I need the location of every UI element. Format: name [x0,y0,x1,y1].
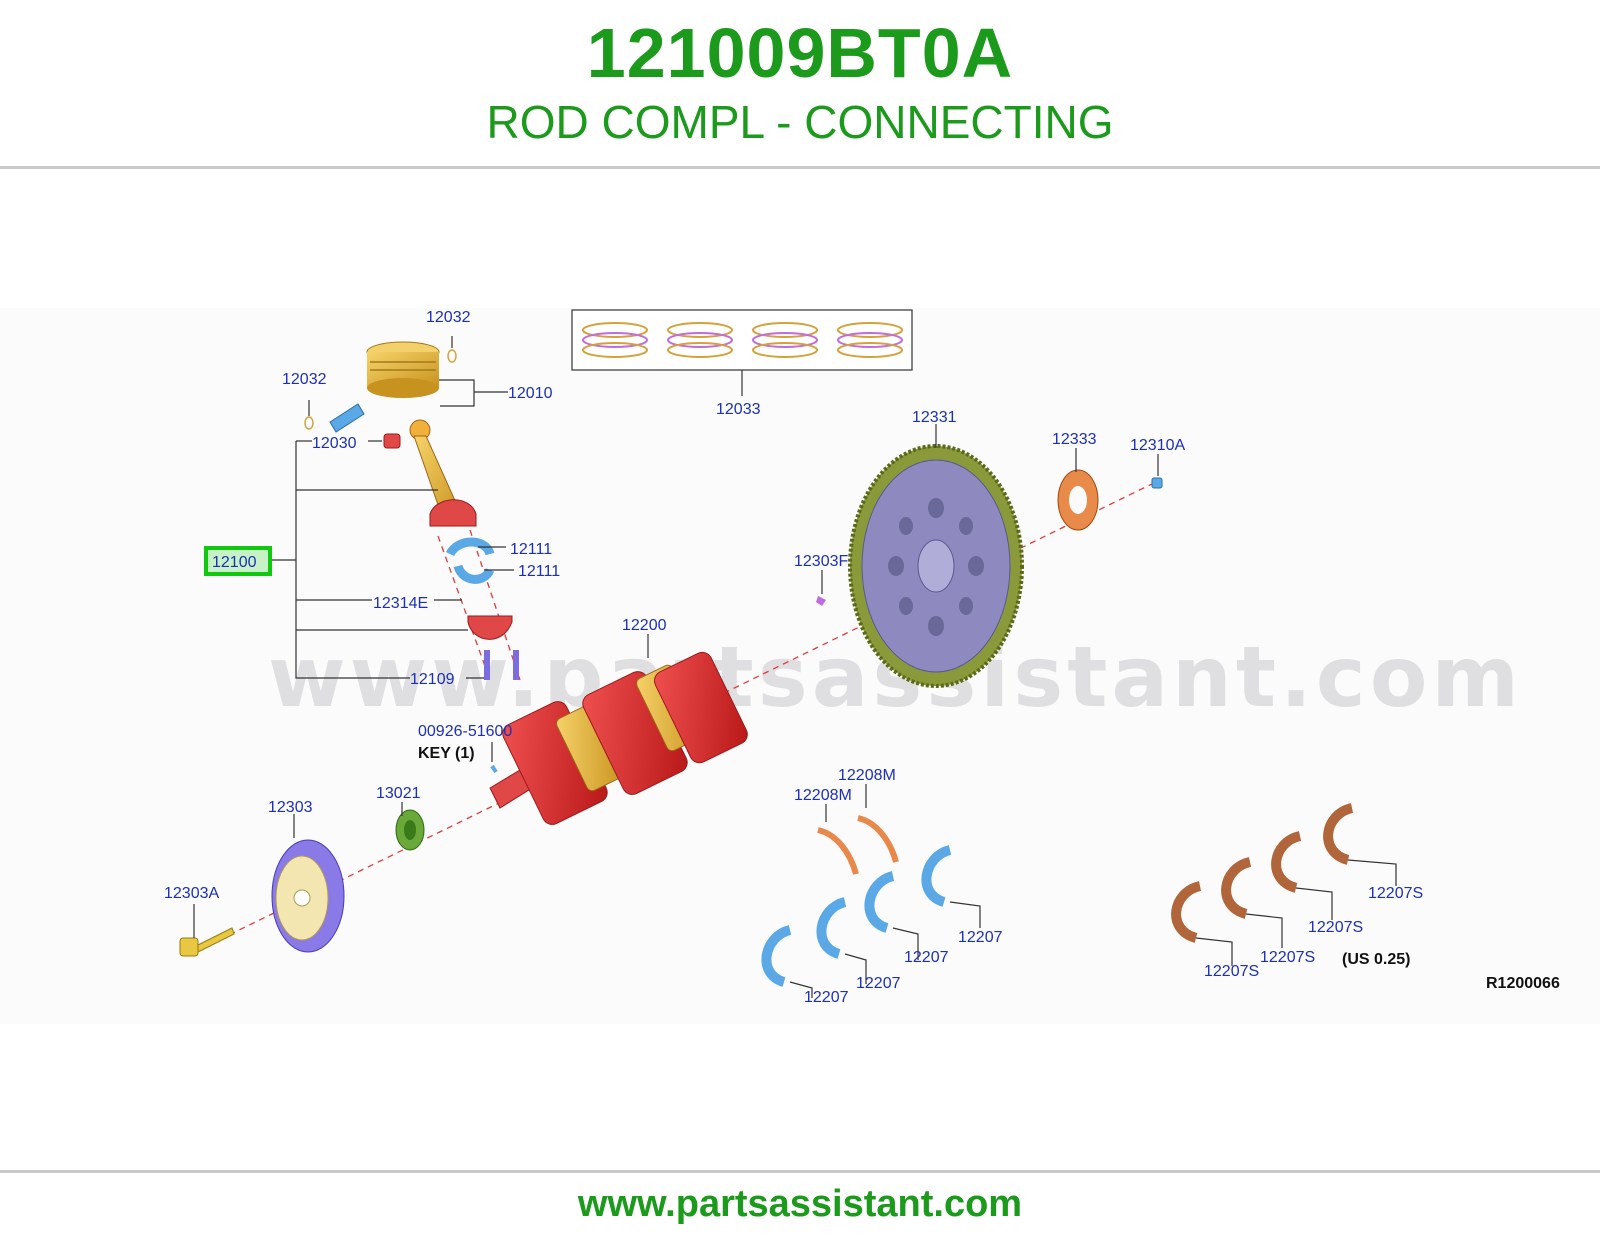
connecting-rod-cap[interactable] [467,615,513,640]
part-number-title: 121009BT0A [586,14,1014,92]
callout-12314E[interactable]: 12314E [373,595,428,612]
callout-12032-lower[interactable]: 12032 [282,371,327,388]
thrust-washer-right[interactable] [857,815,899,863]
crank-pulley[interactable] [271,839,345,953]
header: 121009BT0A ROD COMPL - CONNECTING [0,0,1600,168]
woodruff-key[interactable] [490,764,498,774]
rod-bolt-line-right [469,529,521,681]
rod-bolt-left[interactable] [484,650,490,680]
diagram-reference-code: R1200066 [1486,975,1560,992]
rod-bearing-lower[interactable] [453,564,495,584]
callout-12333[interactable]: 12333 [1052,431,1097,448]
callout-12033[interactable]: 12033 [716,401,761,418]
undersize-note: (US 0.25) [1342,951,1410,968]
dowel-pin[interactable] [816,596,826,606]
callout-12310A[interactable]: 12310A [1130,437,1185,454]
callout-12111-upper[interactable]: 12111 [510,541,552,558]
callout-12303[interactable]: 12303 [268,799,313,816]
thrust-washer-left[interactable] [817,827,859,875]
piston-pin[interactable] [329,403,365,433]
connecting-rod[interactable] [409,419,477,527]
callout-12207-a[interactable]: 12207 [958,929,1003,946]
callout-12109[interactable]: 12109 [410,671,455,688]
callout-12030[interactable]: 12030 [312,435,357,452]
callout-12207-c[interactable]: 12207 [856,975,901,992]
callout-12207S-b[interactable]: 12207S [1308,919,1363,936]
snap-ring-lower[interactable] [304,416,314,430]
header-divider [0,166,1600,169]
parts-diagram: www.partsassistant.com [0,308,1600,1024]
rod-bolt-line-left [437,535,491,681]
callout-00926-51600[interactable]: 00926-51600 [418,723,512,740]
flywheel-bolt[interactable] [1151,477,1163,489]
callout-12100-selected[interactable]: 12100 [212,554,257,571]
key-quantity-label: KEY (1) [418,745,475,762]
callout-12010[interactable]: 12010 [508,385,553,402]
crank-sprocket[interactable] [395,809,425,851]
reinforcement-plate[interactable] [1057,469,1099,531]
snap-ring-upper[interactable] [447,349,457,363]
pin-bushing[interactable] [383,433,401,449]
callout-12207S-d[interactable]: 12207S [1204,963,1259,980]
part-name-subtitle: ROD COMPL - CONNECTING [486,96,1114,148]
selected-part-highlight[interactable] [204,546,272,576]
leader-lines [193,336,1397,998]
main-bearing-undersize-set[interactable] [1171,803,1354,943]
callout-12200[interactable]: 12200 [622,617,667,634]
main-bearing-set[interactable] [761,845,952,987]
crankshaft[interactable] [489,649,751,828]
callout-12032-upper[interactable]: 12032 [426,309,471,326]
callout-12111-lower[interactable]: 12111 [518,563,560,580]
rod-bolt-right[interactable] [513,650,519,680]
callout-12207-b[interactable]: 12207 [904,949,949,966]
callout-12207S-a[interactable]: 12207S [1368,885,1423,902]
piston[interactable] [366,341,440,398]
callout-12303A[interactable]: 12303A [164,885,219,902]
footer-website-link[interactable]: www.partsassistant.com [577,1183,1023,1225]
callout-12331[interactable]: 12331 [912,409,957,426]
callout-12207-d[interactable]: 12207 [804,989,849,1006]
flywheel[interactable] [848,444,1024,688]
rod-bearing-upper[interactable] [445,537,495,557]
piston-ring-set[interactable] [571,309,913,396]
callout-12208M-lower[interactable]: 12208M [794,787,852,804]
callout-12303F[interactable]: 12303F [794,553,848,570]
pulley-bolt[interactable] [179,927,235,957]
footer-divider [0,1170,1600,1173]
callout-12208M-upper[interactable]: 12208M [838,767,896,784]
callout-13021[interactable]: 13021 [376,785,421,802]
callout-12207S-c[interactable]: 12207S [1260,949,1315,966]
diagram-svg: www.partsassistant.com [164,309,1560,1006]
